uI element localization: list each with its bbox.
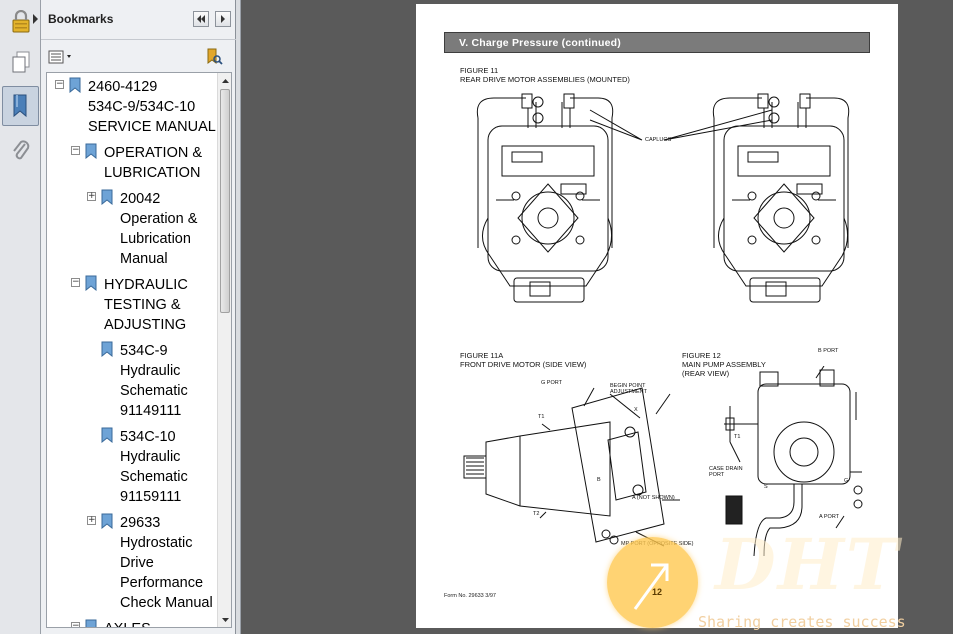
bookmark-item-axles[interactable]: AXLES	[104, 619, 151, 627]
bookmarks-toolbar	[41, 40, 236, 72]
bookmarks-icon[interactable]	[2, 86, 39, 126]
rear-drive-motors-drawing	[476, 93, 850, 303]
bookmark-icon	[69, 77, 81, 93]
panel-splitter[interactable]	[236, 0, 241, 634]
options-list-icon	[48, 50, 71, 64]
bookmark-icon	[101, 513, 113, 529]
collapse-panel-button[interactable]	[193, 11, 209, 27]
bookmark-item-operation-lubrication[interactable]: OPERATION & LUBRICATION	[104, 145, 203, 181]
figure-11a-number: FIGURE 11A	[460, 351, 504, 360]
pages-icon[interactable]	[2, 42, 39, 82]
dht-watermark: DHT	[715, 523, 900, 606]
expand-toggle[interactable]: +	[87, 191, 96, 201]
figure-11a-title: FRONT DRIVE MOTOR (SIDE VIEW)	[460, 360, 587, 369]
page-number-badge	[607, 537, 698, 628]
bookmark-tree: − 2460-4129 534C-9/534C-10 SERVICE MANUA…	[46, 72, 232, 628]
collapse-arrow-icon[interactable]	[33, 14, 38, 24]
double-chevron-left-icon	[197, 15, 205, 23]
bookmark-item-hydraulic-testing[interactable]: HYDRAULIC TESTING & ADJUSTING	[104, 277, 188, 333]
chevron-right-icon	[221, 15, 225, 23]
caplugs-callout: CAPLUGS	[645, 137, 672, 143]
t1-label: T1	[538, 414, 545, 420]
section-title: V. Charge Pressure (continued)	[459, 37, 621, 49]
scroll-down-button[interactable]	[218, 612, 231, 627]
arrow-up-right-icon	[633, 563, 669, 610]
collapse-toggle[interactable]: −	[71, 277, 80, 287]
navigation-rail	[0, 0, 41, 634]
bookmark-item-534c10-schematic[interactable]: 534C-10 Hydraulic Schematic 91159111	[120, 429, 188, 505]
figure-12-title: MAIN PUMP ASSEMBLY (REAR VIEW)	[682, 360, 766, 378]
a-port-label: A (NOT SHOWN)	[632, 495, 675, 501]
case-drain-label: CASE DRAIN PORT	[709, 466, 743, 478]
bookmark-icon	[85, 619, 97, 627]
figure-12-number: FIGURE 12	[682, 351, 721, 360]
bookmark-find-icon	[207, 48, 223, 65]
find-bookmark-button[interactable]	[205, 48, 223, 66]
bookmark-item-20042[interactable]: 20042 Operation & Lubrication Manual	[120, 191, 198, 267]
bookmark-icon	[85, 143, 97, 159]
attachments-paperclip-icon[interactable]	[2, 130, 39, 170]
figure-11-number: FIGURE 11	[460, 66, 499, 75]
bookmark-scrollbar[interactable]	[217, 73, 231, 627]
bookmark-icon	[101, 341, 113, 357]
bookmarks-title: Bookmarks	[48, 12, 114, 26]
g-port-label: G PORT	[541, 380, 562, 386]
section-header-bar: V. Charge Pressure (continued)	[444, 32, 870, 53]
front-drive-motor-drawing	[463, 387, 680, 547]
scrollbar-thumb[interactable]	[220, 89, 230, 313]
t1-label: T1	[734, 434, 741, 440]
t2-label: T2	[533, 511, 540, 517]
security-lock-icon[interactable]	[2, 2, 39, 42]
g-port-label: G	[844, 478, 849, 484]
b-port-label: B	[597, 477, 601, 483]
scroll-up-arrow-icon	[222, 78, 229, 83]
scroll-down-arrow-icon	[222, 617, 229, 622]
bookmark-item-534c9-schematic[interactable]: 534C-9 Hydraulic Schematic 91149111	[120, 343, 188, 419]
collapse-toggle[interactable]: −	[71, 145, 80, 155]
bookmarks-panel: Bookmarks − 2460-4129 534C-9/534C-10 SER…	[41, 0, 236, 634]
panel-expand-button[interactable]	[215, 11, 231, 27]
x-port-label: X	[634, 407, 638, 413]
scroll-up-button[interactable]	[218, 73, 231, 88]
bookmark-item-service-manual[interactable]: 2460-4129 534C-9/534C-10 SERVICE MANUAL	[88, 79, 216, 135]
figure-11-title: REAR DRIVE MOTOR ASSEMBLIES (MOUNTED)	[460, 75, 630, 84]
bookmark-item-29633[interactable]: 29633 Hydrostatic Drive Performance Chec…	[120, 515, 213, 611]
main-pump-drawing	[724, 366, 863, 556]
form-number: Form No. 29633 3/97	[444, 593, 496, 599]
a-port-label: A PORT	[819, 514, 840, 520]
document-page: V. Charge Pressure (continued) FIGURE 11…	[416, 4, 898, 628]
collapse-toggle[interactable]: −	[71, 622, 80, 627]
expand-toggle[interactable]: +	[87, 515, 96, 525]
page-number: 12	[652, 587, 663, 597]
collapse-toggle[interactable]: −	[55, 79, 64, 89]
b-port-label: B PORT	[818, 348, 839, 354]
bookmarks-header: Bookmarks	[41, 0, 236, 40]
watermark-slogan: Sharing creates success	[698, 613, 906, 631]
bookmark-icon	[101, 427, 113, 443]
options-menu-button[interactable]	[48, 49, 74, 65]
bookmark-icon	[85, 275, 97, 291]
bookmark-icon	[101, 189, 113, 205]
s-port-label: S	[764, 484, 768, 490]
